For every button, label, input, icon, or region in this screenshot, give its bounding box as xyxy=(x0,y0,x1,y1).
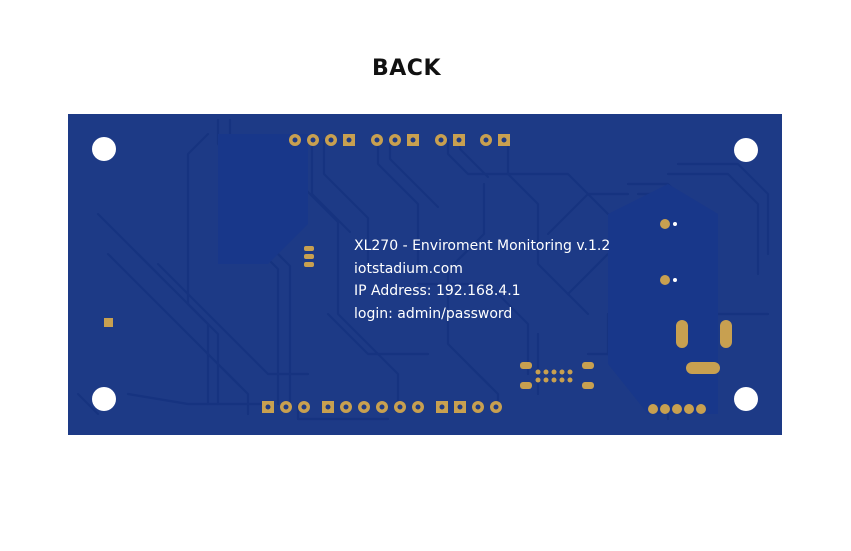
silkscreen-text: XL270 - Enviroment Monitoring v.1.2 iots… xyxy=(354,235,610,325)
smd-pads xyxy=(104,219,732,389)
silk-line-website: iotstadium.com xyxy=(354,260,463,277)
pcb-board-back: XL270 - Enviroment Monitoring v.1.2 iots… xyxy=(68,114,782,435)
silk-line-model: XL270 - Enviroment Monitoring v.1.2 xyxy=(354,238,611,254)
mounting-holes xyxy=(92,137,758,411)
bottom-header-pads xyxy=(262,401,706,414)
top-header-pads xyxy=(289,134,510,146)
silk-line-ip: IP Address: 192.168.4.1 xyxy=(354,283,521,299)
silk-line-login: login: admin/password xyxy=(354,305,513,322)
page-title: BACK xyxy=(372,56,441,81)
copper-pours xyxy=(218,134,718,414)
pcb-artwork xyxy=(76,118,770,421)
